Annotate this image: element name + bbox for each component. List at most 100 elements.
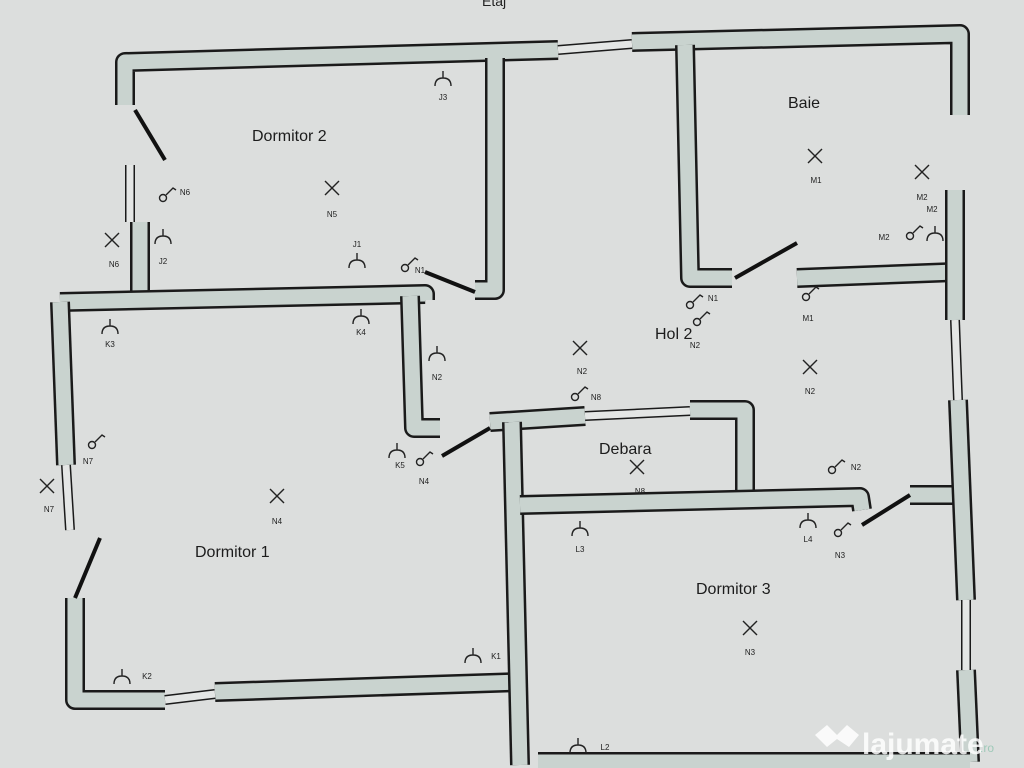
socket-icon: [388, 443, 406, 459]
socket-icon: [926, 226, 944, 242]
fixture-switch: N4: [415, 451, 434, 486]
wall-segment: [502, 421, 530, 766]
fixture-socket: L4: [799, 513, 817, 544]
door: [860, 493, 912, 527]
switch-icon: [833, 522, 852, 538]
socket-icon: [464, 648, 482, 664]
fixture-label: N6: [180, 188, 191, 197]
door: [73, 537, 102, 599]
floor-title: Etaj: [482, 0, 506, 9]
fixture-light: N2: [802, 359, 818, 396]
wall-segment: [956, 669, 980, 763]
socket-icon: [101, 319, 119, 335]
fixture-switch: M2: [878, 225, 924, 242]
switch-icon: [158, 187, 177, 203]
switch-icon: [801, 286, 820, 302]
watermark-logo-icon: [815, 725, 859, 747]
fixture-label: K5: [395, 461, 405, 470]
window: [61, 464, 75, 531]
switch-icon: [692, 311, 711, 327]
door: [424, 270, 476, 294]
window: [950, 319, 963, 401]
fixture-label: K1: [491, 652, 501, 661]
doors: [73, 108, 912, 599]
switch-icon: [827, 459, 846, 475]
socket-icon: [113, 669, 131, 685]
watermark-brand: lajumate: [862, 728, 984, 761]
fixture-switch: N1: [685, 294, 719, 310]
fixture-label: N3: [835, 551, 846, 560]
fixture-socket: N2: [428, 346, 446, 382]
windows: [61, 39, 971, 705]
wall-segment: [690, 400, 755, 500]
window: [557, 39, 633, 55]
fixture-socket: J2: [154, 229, 172, 266]
room-label-debara: Debara: [599, 441, 652, 458]
door: [734, 241, 798, 280]
fixture-light: N2: [572, 340, 588, 376]
socket-icon: [428, 346, 446, 362]
room-label-dormitor-2: Dormitor 2: [252, 128, 327, 145]
watermark-tld: .ro: [980, 741, 994, 755]
fixture-label: N7: [44, 505, 55, 514]
wall-segment: [631, 24, 970, 115]
fixture-label: K3: [105, 340, 115, 349]
window: [584, 406, 691, 421]
fixture-switch: M1: [801, 286, 820, 323]
wall-segment: [59, 284, 435, 312]
socket-icon: [571, 521, 589, 537]
fixture-label: M1: [802, 314, 814, 323]
window: [164, 689, 216, 705]
fixture-label: N5: [327, 210, 338, 219]
room-label-baie: Baie: [788, 95, 820, 112]
fixture-label: N4: [272, 517, 283, 526]
switch-icon: [570, 386, 589, 402]
fixture-socket: K2: [113, 669, 152, 685]
fixture-label: N2: [690, 341, 701, 350]
fixture-label: N6: [109, 260, 120, 269]
fixture-socket: K1: [464, 648, 501, 664]
wall-segment: [50, 301, 76, 466]
fixture-label: K4: [356, 328, 366, 337]
fixture-label: M2: [916, 193, 928, 202]
fixture-label: N1: [415, 266, 426, 275]
wall-segment: [796, 262, 956, 288]
fixture-label: N2: [805, 387, 816, 396]
switch-icon: [685, 294, 704, 310]
fixture-switch: N2: [690, 311, 711, 350]
fixture-light: N5: [324, 180, 340, 219]
fixture-socket: L2: [569, 738, 610, 754]
switch-icon: [87, 434, 106, 450]
socket-icon: [348, 253, 366, 269]
wall-segment: [65, 598, 165, 710]
fixture-label: N7: [83, 457, 94, 466]
door: [440, 426, 492, 458]
fixture-label: L3: [576, 545, 585, 554]
wall-segment: [675, 44, 732, 288]
wall-segment: [489, 406, 586, 432]
socket-icon: [154, 229, 172, 245]
fixture-light: N8: [629, 459, 646, 496]
fixture-socket: L3: [571, 521, 589, 554]
fixture-label: N4: [419, 477, 430, 486]
socket-icon: [352, 309, 370, 325]
socket-icon: [434, 71, 452, 87]
fixture-label: L2: [601, 743, 610, 752]
wall-segment: [519, 487, 872, 515]
light-point-icon: [39, 478, 55, 494]
fixture-label: L4: [804, 535, 813, 544]
fixture-light: N4: [269, 488, 285, 526]
wall-segment: [475, 58, 505, 300]
light-point-icon: [807, 148, 823, 164]
fixture-light: N6: [104, 232, 120, 269]
fixture-switch: N1: [400, 257, 426, 275]
switch-icon: [905, 225, 924, 241]
fixture-switch: N8: [570, 386, 602, 402]
fixture-socket: J3: [434, 71, 452, 102]
fixture-light: N7: [39, 478, 55, 514]
fixture-label: M2: [926, 205, 938, 214]
light-point-icon: [742, 620, 758, 636]
fixture-socket: K3: [101, 319, 119, 349]
fixture-light: M1: [807, 148, 823, 185]
fixture-label: N2: [432, 373, 443, 382]
